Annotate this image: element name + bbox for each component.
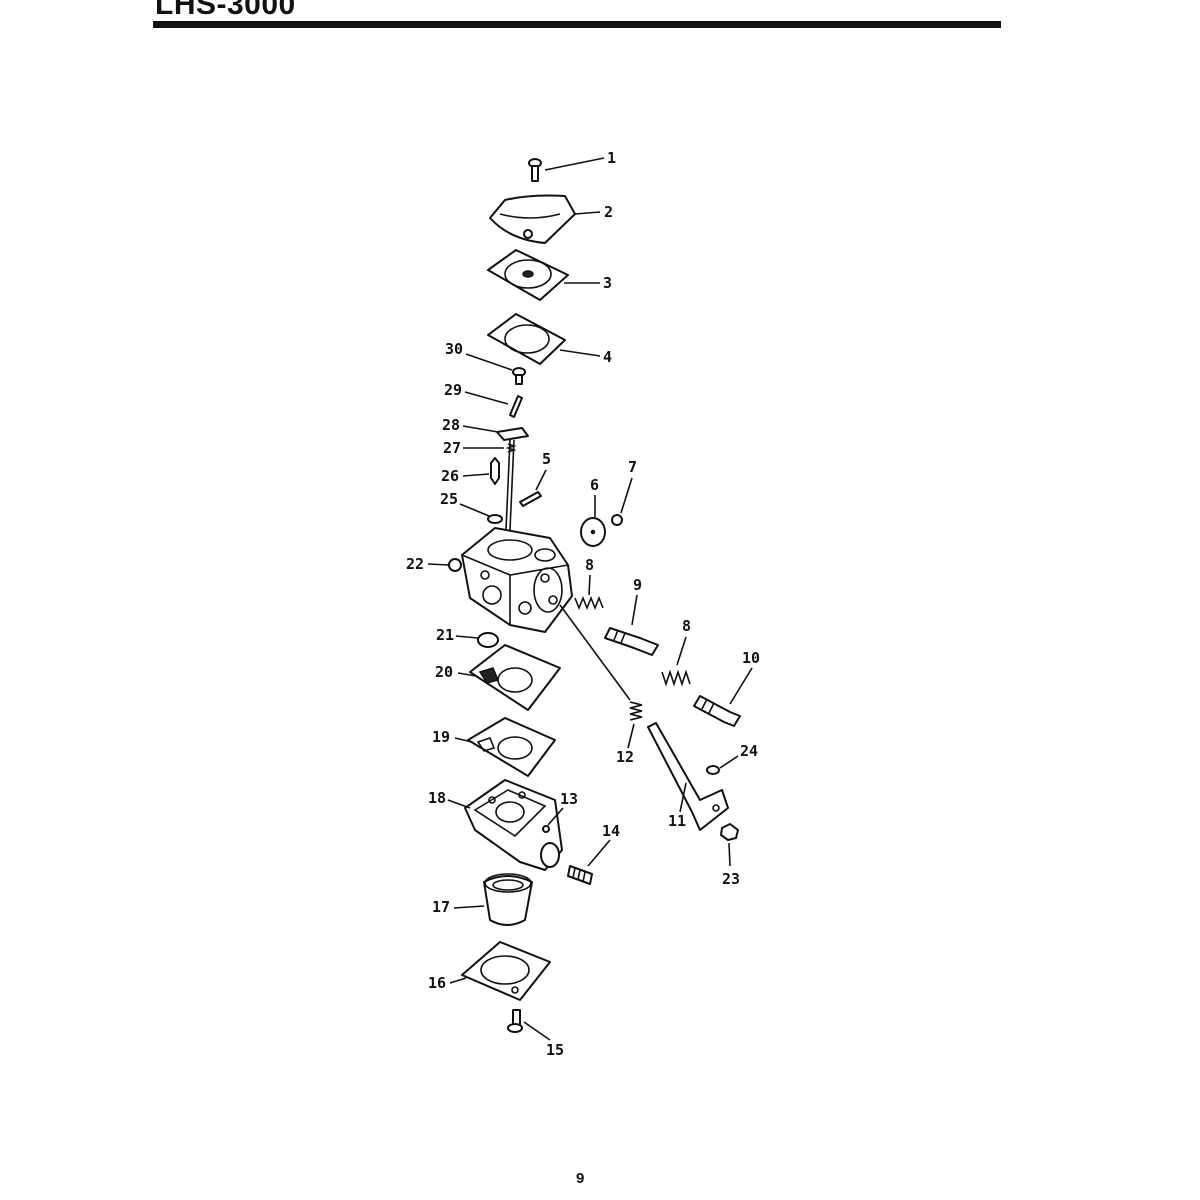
throttle-line — [559, 604, 631, 701]
callout-8b: 8 — [682, 617, 691, 635]
part-20-plate: 20 — [435, 644, 561, 711]
callout-21: 21 — [436, 626, 454, 644]
callout-10: 10 — [742, 649, 760, 667]
part-21-cap: 21 — [436, 626, 499, 648]
callout-2: 2 — [604, 203, 613, 221]
callout-28: 28 — [442, 416, 460, 434]
part-22-plug: 22 — [406, 555, 462, 573]
part-4-gasket: 4 — [487, 313, 612, 366]
part-3-diaphragm: 3 — [487, 249, 612, 301]
part-8-spring-lower: 8 — [661, 617, 691, 687]
callout-24: 24 — [740, 742, 758, 760]
part-27-spring: 27 — [443, 439, 517, 457]
part-19-gasket: 19 — [432, 717, 556, 777]
callout-3: 3 — [603, 274, 612, 292]
callout-8a: 8 — [585, 556, 594, 574]
part-24-clip: 24 — [706, 742, 758, 775]
part-23-nut: 23 — [720, 823, 740, 888]
callout-5: 5 — [542, 450, 551, 468]
callout-18: 18 — [428, 789, 446, 807]
callout-16: 16 — [428, 974, 446, 992]
callout-11: 11 — [668, 812, 686, 830]
part-2-cover: 2 — [489, 194, 613, 244]
callout-12: 12 — [616, 748, 634, 766]
callout-30: 30 — [445, 340, 463, 358]
part-16-retainer-plate: 16 — [428, 941, 551, 1001]
callout-22: 22 — [406, 555, 424, 573]
callout-17: 17 — [432, 898, 450, 916]
part-14-screw: 14 — [567, 822, 620, 885]
carburetor-body — [461, 527, 573, 633]
part-30-screw: 30 — [445, 340, 526, 385]
part-29-lever-pin: 29 — [444, 381, 523, 418]
callout-23: 23 — [722, 870, 740, 888]
callout-25: 25 — [440, 490, 458, 508]
callout-20: 20 — [435, 663, 453, 681]
part-17-primer-bulb: 17 — [432, 873, 533, 926]
callout-27: 27 — [443, 439, 461, 457]
page-number: 9 — [576, 1170, 585, 1187]
part-13-pin: 13 — [542, 790, 578, 833]
callout-4: 4 — [603, 348, 612, 366]
part-12-spring: 12 — [616, 701, 643, 766]
callout-13: 13 — [560, 790, 578, 808]
part-9-adjust-needle: 9 — [604, 576, 659, 656]
part-25-ring: 25 — [440, 490, 503, 524]
part-10-adjust-needle: 10 — [693, 649, 760, 727]
callout-14: 14 — [602, 822, 620, 840]
part-6-throttle-disk: 6 — [580, 476, 606, 547]
callout-19: 19 — [432, 728, 450, 746]
callout-29: 29 — [444, 381, 462, 399]
header-rule — [153, 21, 1001, 28]
part-11-throttle-lever: 11 — [647, 722, 729, 831]
callout-7: 7 — [628, 458, 637, 476]
part-7-screw: 7 — [611, 458, 637, 526]
callout-6: 6 — [590, 476, 599, 494]
part-15-screw: 15 — [507, 1009, 564, 1059]
callout-26: 26 — [441, 467, 459, 485]
part-8-spring-upper: 8 — [574, 556, 604, 611]
part-26-needle: 26 — [441, 457, 500, 485]
callout-1: 1 — [607, 149, 616, 167]
callout-15: 15 — [546, 1041, 564, 1059]
part-5-pin: 5 — [519, 450, 551, 507]
part-18-pump-body: 18 — [428, 779, 563, 871]
model-title: LHS-3000 — [155, 0, 296, 21]
callout-9: 9 — [633, 576, 642, 594]
part-1-screw: 1 — [528, 149, 616, 182]
part-28-lever: 28 — [442, 416, 529, 441]
